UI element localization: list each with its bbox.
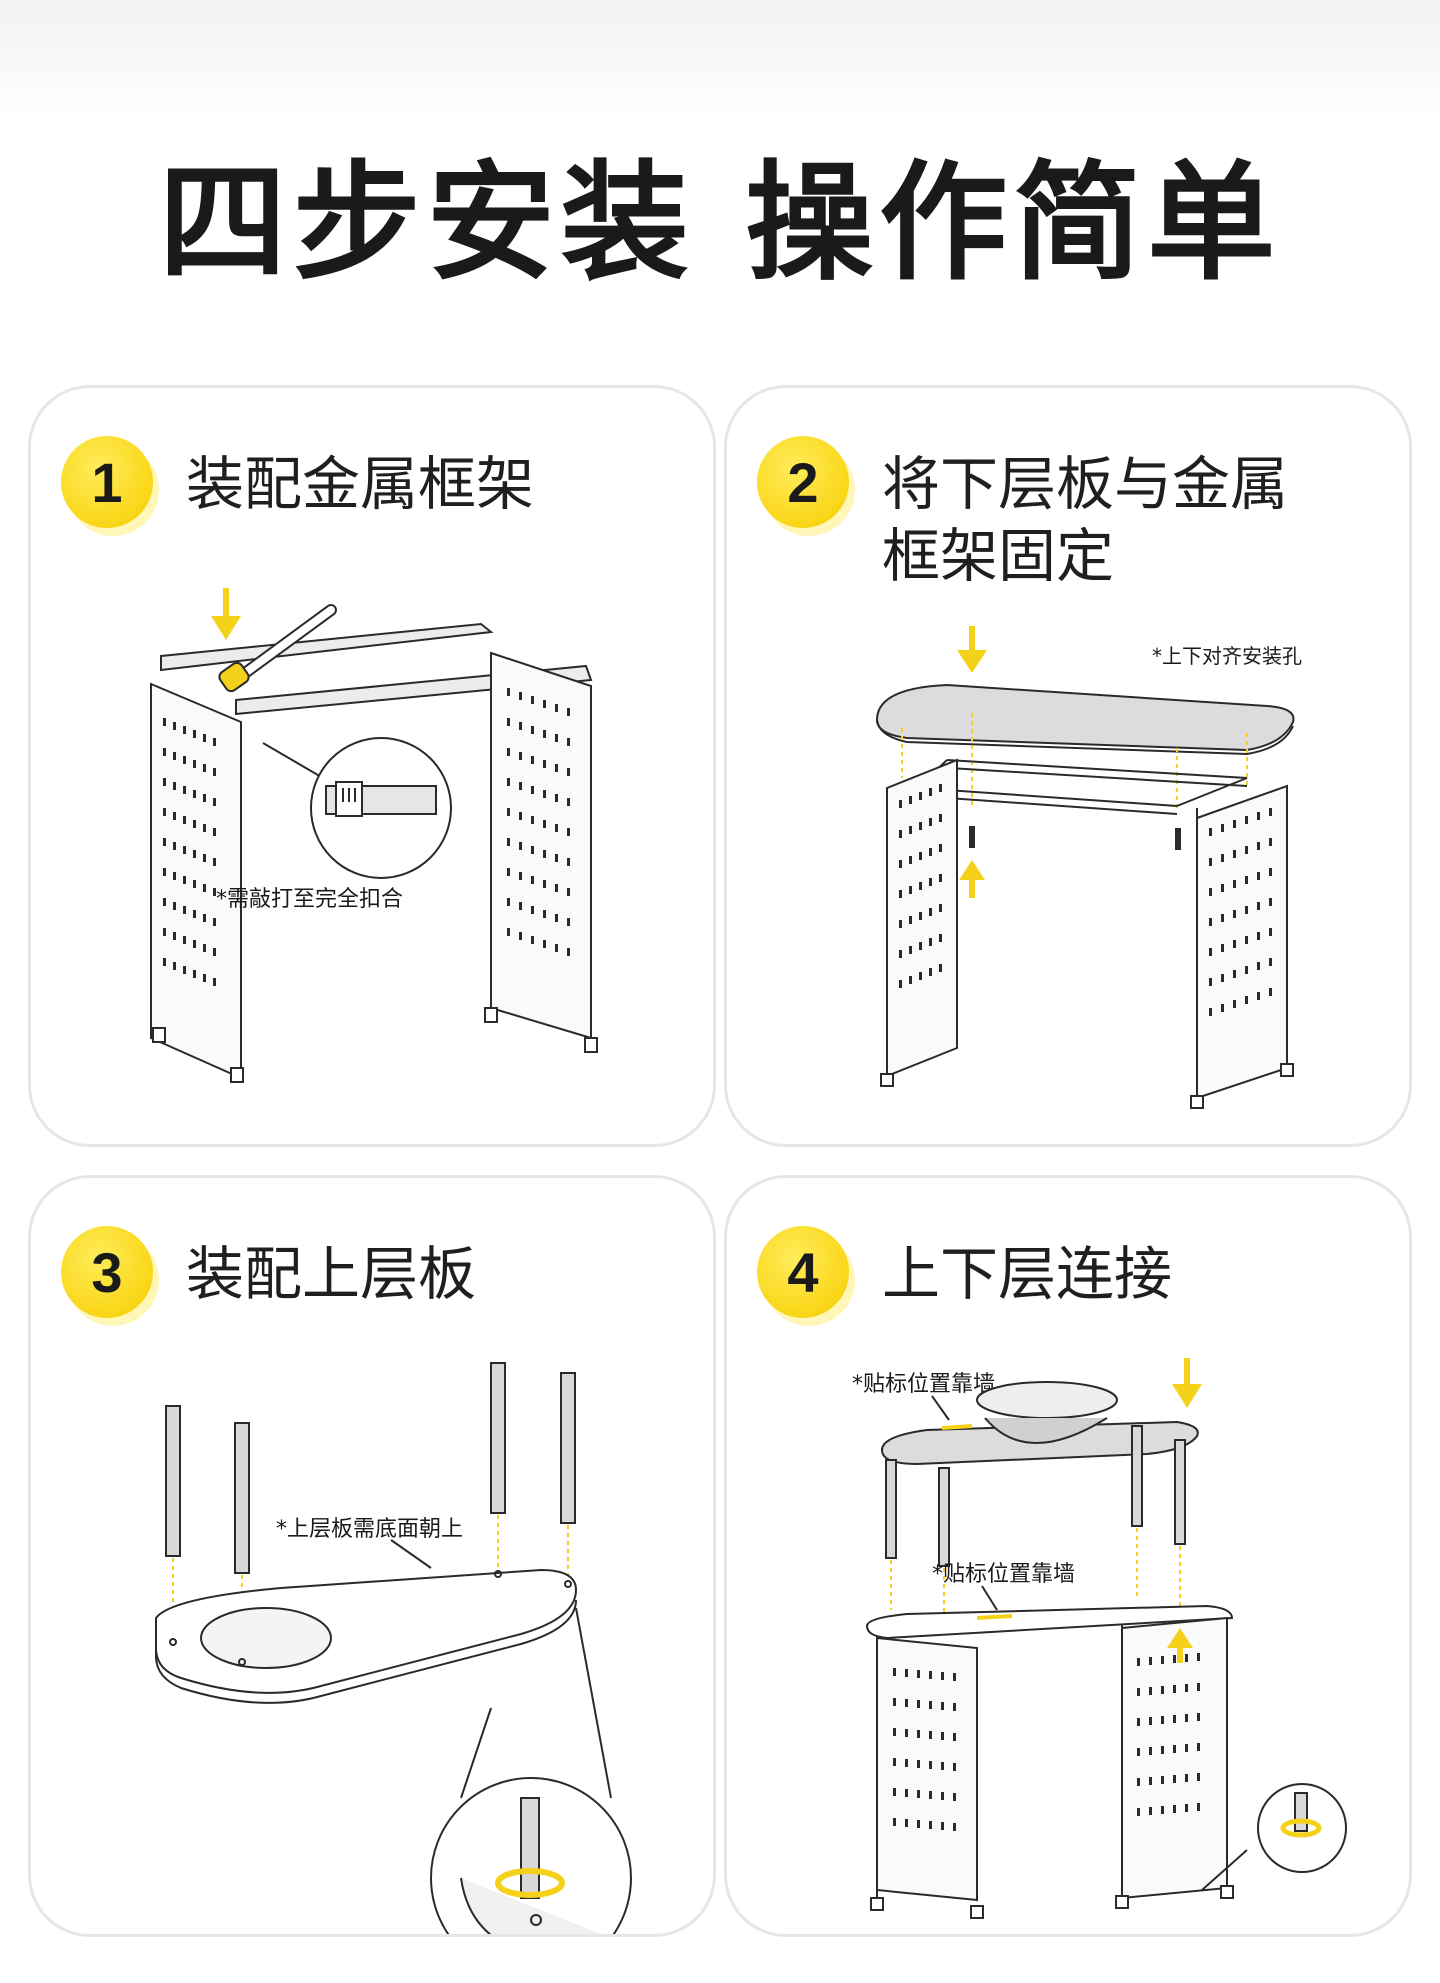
step-badge-1: 1 (61, 436, 159, 536)
step-card-4: 4 上下层连接 *贴标位置靠墙 *贴标位置靠墙 (724, 1175, 1412, 1937)
step-title-4: 上下层连接 (882, 1240, 1173, 1308)
detail-magnifier (1201, 1783, 1347, 1891)
connect-layers-illustration: *贴标位置靠墙 *贴标位置靠墙 (852, 1358, 1347, 1919)
up-arrow-icon (1167, 1628, 1193, 1663)
page-title: 四步安装 操作简单 (158, 149, 1282, 298)
step-card-1: 1 装配金属框架 (28, 385, 716, 1147)
up-arrow-icon (959, 860, 985, 898)
step-4-note-middle: *贴标位置靠墙 (932, 1562, 1075, 1587)
upper-board-illustration: *上层板需底面朝上 (155, 1362, 632, 1934)
mallet-icon (218, 604, 337, 693)
step-number-1: 1 (61, 436, 153, 528)
step-1-note: *需敲打至完全扣合 (216, 887, 403, 912)
down-arrow-icon (1172, 1358, 1202, 1408)
step-badge-4: 4 (757, 1226, 855, 1326)
step-number-2: 2 (757, 436, 849, 528)
step-2-note: *上下对齐安装孔 (1152, 644, 1302, 668)
step-number-3: 3 (61, 1226, 153, 1318)
detail-magnifier (262, 737, 452, 879)
step-card-3: 3 装配上层板 *上层板需底面朝上 (28, 1175, 716, 1937)
step-title-3: 装配上层板 (186, 1240, 477, 1308)
step-3-note: *上层板需底面朝上 (276, 1517, 463, 1542)
step-badge-3: 3 (61, 1226, 159, 1326)
step-badge-2: 2 (757, 436, 855, 536)
step-number-4: 4 (757, 1226, 849, 1318)
step-title-1: 装配金属框架 (186, 450, 535, 518)
frame-assembly-illustration: *需敲打至完全扣合 (150, 588, 598, 1083)
detail-magnifier (430, 1607, 632, 1934)
step-title-2: 将下层板与金属 框架固定 (882, 450, 1289, 590)
down-arrow-icon (957, 626, 987, 673)
step-4-note-top: *贴标位置靠墙 (852, 1372, 995, 1397)
step-card-2: 2 将下层板与金属 框架固定 *上下对齐安装孔 (724, 385, 1412, 1147)
lower-board-illustration: *上下对齐安装孔 (875, 626, 1302, 1109)
down-arrow-icon (211, 588, 241, 640)
